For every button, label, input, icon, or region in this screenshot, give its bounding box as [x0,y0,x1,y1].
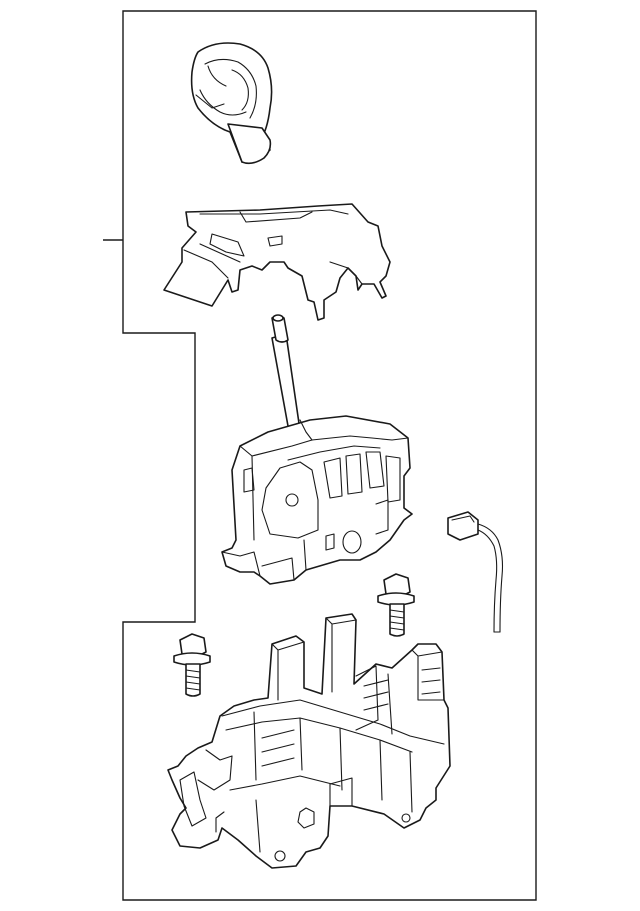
shift-knob-icon [190,42,273,165]
shifter-base-bracket-icon [167,613,451,869]
wiring-harness-connector-icon [447,511,504,633]
mounting-bolt-icon [377,573,415,637]
assembly-frame [103,10,537,901]
mounting-bolt-icon [173,633,211,697]
console-trim-plate-icon [163,203,391,321]
shifter-assembly-icon [221,314,413,585]
